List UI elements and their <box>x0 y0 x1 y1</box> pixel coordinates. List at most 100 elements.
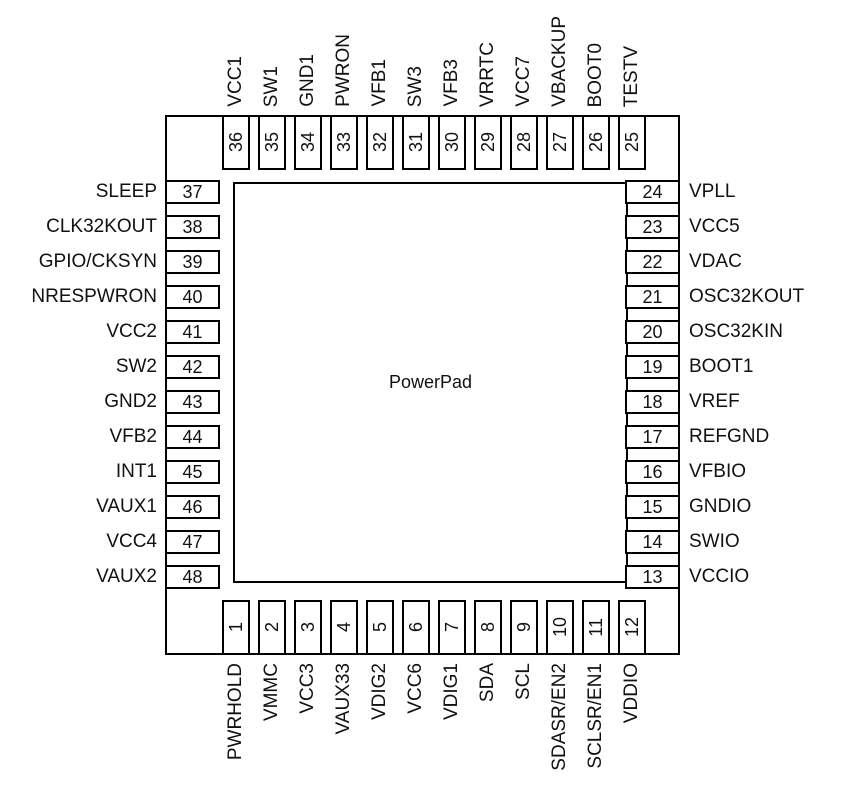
pin-label-36: VCC1 <box>225 56 246 107</box>
pin-box-38: 38 <box>165 215 220 239</box>
pin-number-38: 38 <box>182 217 203 237</box>
pin-number-3: 3 <box>298 622 318 633</box>
pin-number-33: 33 <box>334 132 354 153</box>
pin-number-30: 30 <box>442 132 462 153</box>
pin-number-37: 37 <box>182 182 203 202</box>
pin-box-32: 32 <box>366 115 394 170</box>
pin-number-13: 13 <box>642 567 663 587</box>
pin-number-47: 47 <box>182 532 203 552</box>
pin-box-31: 31 <box>402 115 430 170</box>
pin-label-6: VCC6 <box>405 663 426 714</box>
pin-number-17: 17 <box>642 427 663 447</box>
pin-label-4: VAUX33 <box>333 663 354 735</box>
pin-box-20: 20 <box>625 320 680 344</box>
pin-number-23: 23 <box>642 217 663 237</box>
pin-label-37: SLEEP <box>95 181 157 202</box>
pin-label-34: GND1 <box>297 54 318 107</box>
pin-number-24: 24 <box>642 182 663 202</box>
pin-label-45: INT1 <box>115 461 157 482</box>
powerpad-region: PowerPad <box>233 182 628 583</box>
pin-label-5: VDIG2 <box>369 663 390 721</box>
pin-box-7: 7 <box>438 600 466 655</box>
pin-number-31: 31 <box>406 132 426 153</box>
pin-label-11: SCLSR/EN1 <box>585 663 606 769</box>
pin-box-30: 30 <box>438 115 466 170</box>
pin-label-46: VAUX1 <box>96 496 157 517</box>
pin-box-29: 29 <box>474 115 502 170</box>
pin-box-36: 36 <box>222 115 250 170</box>
pin-number-2: 2 <box>262 622 282 633</box>
pin-label-9: SCL <box>513 663 534 700</box>
pin-number-15: 15 <box>642 497 663 517</box>
pin-label-13: VCCIO <box>689 566 750 587</box>
pin-box-35: 35 <box>258 115 286 170</box>
pin-box-6: 6 <box>402 600 430 655</box>
pin-box-22: 22 <box>625 250 680 274</box>
pin-box-40: 40 <box>165 285 220 309</box>
pin-box-46: 46 <box>165 495 220 519</box>
pin-label-35: SW1 <box>261 65 282 107</box>
pin-label-21: OSC32KOUT <box>689 286 805 307</box>
pin-number-36: 36 <box>226 132 246 153</box>
pin-box-27: 27 <box>546 115 574 170</box>
pin-number-1: 1 <box>226 622 246 633</box>
pin-number-5: 5 <box>370 622 390 633</box>
pin-box-37: 37 <box>165 180 220 204</box>
pin-label-26: BOOT0 <box>585 42 606 107</box>
pin-number-21: 21 <box>642 287 663 307</box>
pin-box-34: 34 <box>294 115 322 170</box>
pin-number-27: 27 <box>550 132 570 153</box>
pin-box-48: 48 <box>165 565 220 589</box>
pin-label-24: VPLL <box>689 181 736 202</box>
pin-label-20: OSC32KIN <box>689 321 783 342</box>
pin-label-48: VAUX2 <box>96 566 157 587</box>
pin-box-2: 2 <box>258 600 286 655</box>
pin-box-12: 12 <box>618 600 646 655</box>
pin-box-28: 28 <box>510 115 538 170</box>
pin-box-26: 26 <box>582 115 610 170</box>
pin-label-39: GPIO/CKSYN <box>38 251 157 272</box>
pin-label-29: VRRTC <box>477 41 498 107</box>
pin-box-10: 10 <box>546 600 574 655</box>
pin-number-32: 32 <box>370 132 390 153</box>
pin-box-33: 33 <box>330 115 358 170</box>
pin-box-21: 21 <box>625 285 680 309</box>
pin-number-29: 29 <box>478 132 498 153</box>
pin-box-14: 14 <box>625 530 680 554</box>
powerpad-label: PowerPad <box>388 372 473 392</box>
pin-label-41: VCC2 <box>106 321 157 342</box>
pin-box-43: 43 <box>165 390 220 414</box>
pin-number-40: 40 <box>182 287 203 307</box>
pin-label-23: VCC5 <box>689 216 740 237</box>
pin-number-48: 48 <box>182 567 203 587</box>
pin-label-8: SDA <box>477 663 498 703</box>
pin-box-19: 19 <box>625 355 680 379</box>
pin-box-44: 44 <box>165 425 220 449</box>
pin-box-47: 47 <box>165 530 220 554</box>
pin-label-18: VREF <box>689 391 740 412</box>
pin-number-16: 16 <box>642 462 663 482</box>
pin-number-20: 20 <box>642 322 663 342</box>
pin-box-3: 3 <box>294 600 322 655</box>
pin-box-45: 45 <box>165 460 220 484</box>
pin-label-31: SW3 <box>405 65 426 107</box>
pin-number-19: 19 <box>642 357 663 377</box>
pin-number-45: 45 <box>182 462 203 482</box>
pin-label-3: VCC3 <box>297 663 318 714</box>
pin-box-13: 13 <box>625 565 680 589</box>
pin-number-18: 18 <box>642 392 663 412</box>
pin-box-5: 5 <box>366 600 394 655</box>
pin-label-19: BOOT1 <box>689 356 754 377</box>
pin-number-14: 14 <box>642 532 663 552</box>
pin-label-16: VFBIO <box>689 461 747 482</box>
pin-number-12: 12 <box>622 617 642 638</box>
pin-number-39: 39 <box>182 252 203 272</box>
pin-label-33: PWRON <box>333 34 354 107</box>
pin-box-15: 15 <box>625 495 680 519</box>
pin-number-10: 10 <box>550 617 570 638</box>
pin-label-22: VDAC <box>689 251 742 272</box>
pin-number-25: 25 <box>622 132 642 153</box>
pin-box-18: 18 <box>625 390 680 414</box>
pin-label-10: SDASR/EN2 <box>549 663 570 771</box>
